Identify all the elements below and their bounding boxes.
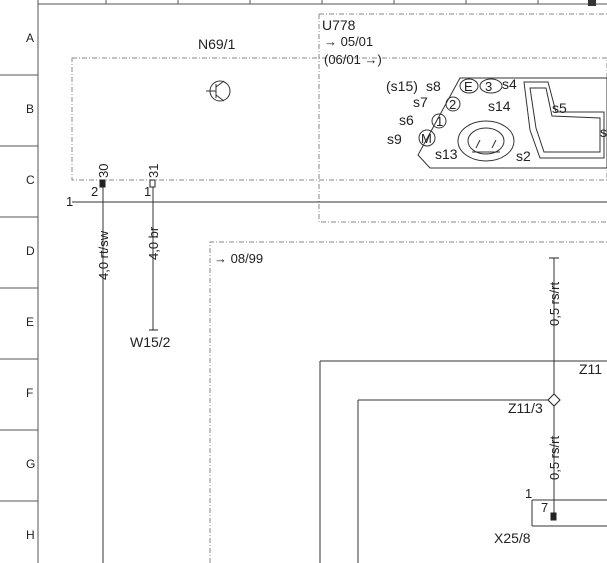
wire-rsrt-lower-label: 0,5 rs/rt bbox=[547, 436, 562, 480]
switch-s13-label: s13 bbox=[435, 146, 458, 162]
validity-range-0601: (06/01 →) bbox=[324, 52, 382, 67]
corner-marker bbox=[588, 0, 596, 6]
pin-2-label: 2 bbox=[91, 184, 98, 199]
switch-1-label: 1 bbox=[436, 114, 443, 129]
row-label-f: F bbox=[26, 386, 33, 400]
row-label-g: G bbox=[26, 457, 35, 471]
transistor-symbol bbox=[206, 80, 231, 102]
switch-s8-label: s8 bbox=[426, 78, 441, 94]
switch-s15-label: (s15) bbox=[386, 78, 418, 94]
pin-1-label: 1 bbox=[144, 184, 151, 199]
seat-diagram-inner bbox=[529, 87, 601, 153]
row-label-e: E bbox=[26, 315, 34, 329]
component-x25-8-label: X25/8 bbox=[494, 530, 531, 546]
component-z11-3-label: Z11/3 bbox=[508, 400, 543, 416]
pin-31-label: 31 bbox=[146, 164, 161, 178]
x25-pin-7-label: 7 bbox=[541, 500, 548, 515]
n69-boundary bbox=[71, 57, 607, 181]
memory-button-inner bbox=[467, 127, 505, 155]
x25-terminal-7 bbox=[550, 512, 557, 521]
switch-s-edge-label: s bbox=[600, 124, 607, 140]
wire-rsrt-upper-label: 0,5 rs/rt bbox=[547, 282, 562, 326]
row-label-d: D bbox=[26, 244, 35, 258]
switch-m-label: M bbox=[421, 131, 432, 146]
terminals bbox=[99, 179, 561, 521]
switch-s2-label: s2 bbox=[516, 148, 531, 164]
validity-from-0899: → 08/99 bbox=[214, 251, 263, 266]
row-label-h: H bbox=[26, 528, 35, 542]
row-label-c: C bbox=[26, 173, 35, 187]
switch-2-ring bbox=[445, 96, 461, 112]
component-z11-label: Z11 bbox=[579, 361, 602, 377]
seat-switch-labels: (s15) s8 E 3 s4 s7 2 s14 s5 s6 1 s9 M s1… bbox=[386, 76, 607, 164]
u778-boundary bbox=[318, 13, 607, 223]
switch-s9-label: s9 bbox=[387, 131, 402, 147]
switch-e-label: E bbox=[464, 79, 473, 94]
switch-s6-label: s6 bbox=[399, 112, 414, 128]
terminal-30 bbox=[99, 179, 106, 188]
z11-3-diamond bbox=[547, 393, 561, 407]
terminal-31 bbox=[149, 179, 156, 188]
switch-m-ring bbox=[418, 129, 436, 147]
wire-rtsw-label: 4,0 rt/sw bbox=[96, 230, 111, 280]
seat-icon-small bbox=[472, 139, 500, 153]
component-w15-label: W15/2 bbox=[130, 334, 171, 350]
panel-outline bbox=[417, 77, 607, 169]
memory-button-ring bbox=[457, 120, 515, 162]
switch-e-ring bbox=[459, 78, 479, 94]
switch-s4-label: s4 bbox=[502, 76, 517, 92]
switch-1-ring bbox=[431, 113, 447, 129]
pin-30-label: 30 bbox=[96, 164, 111, 178]
x25-pin-1-label: 1 bbox=[525, 486, 532, 501]
switch-s7-label: s7 bbox=[413, 94, 428, 110]
row-labels: A B C D E F G H bbox=[26, 31, 35, 542]
seat-switch-panel bbox=[417, 77, 607, 169]
wire-br-label: 4,0 br bbox=[146, 226, 161, 260]
row-label-a: A bbox=[26, 31, 34, 45]
component-boundaries bbox=[71, 13, 607, 563]
switch-2-label: 2 bbox=[449, 97, 456, 112]
column-ruler bbox=[38, 0, 607, 5]
row-ruler bbox=[0, 0, 39, 563]
seat-diagram bbox=[523, 81, 605, 159]
switch-3-ring bbox=[479, 78, 503, 94]
component-n69-label: N69/1 bbox=[198, 36, 236, 52]
component-u778-label: U778 bbox=[322, 17, 356, 33]
switch-3-label: 3 bbox=[485, 79, 492, 94]
validity-from-0501: → 05/01 bbox=[324, 34, 373, 49]
row-label-b: B bbox=[26, 102, 34, 116]
bus-pin-1-label: 1 bbox=[66, 194, 73, 209]
z11-group-boundary bbox=[209, 241, 607, 563]
switch-s5-label: s5 bbox=[552, 100, 567, 116]
wires bbox=[72, 187, 607, 563]
switch-s14-label: s14 bbox=[488, 98, 511, 114]
